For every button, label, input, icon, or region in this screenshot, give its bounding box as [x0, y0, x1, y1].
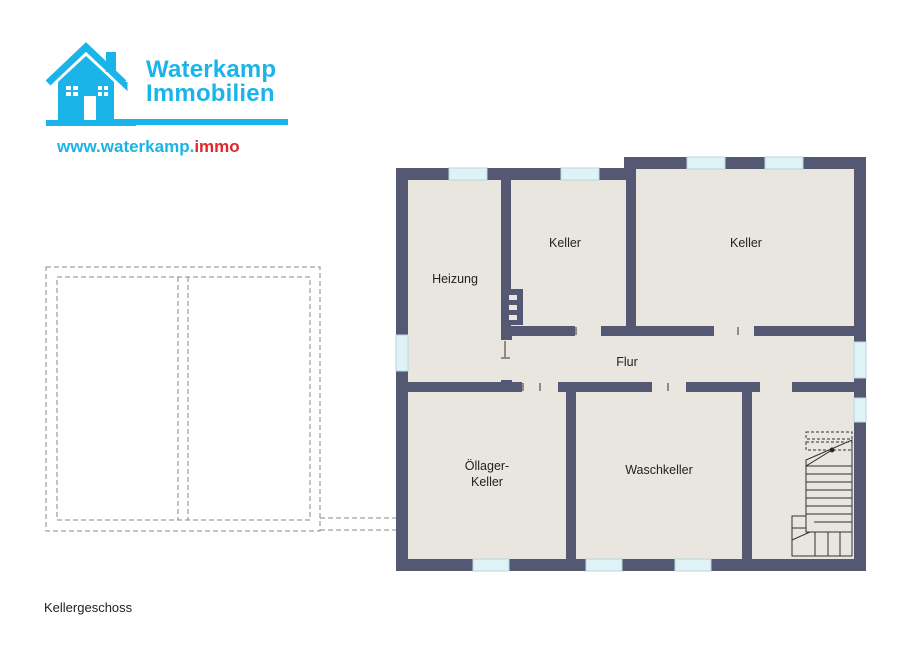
room-keller-small [511, 180, 626, 326]
room-flur [512, 336, 854, 382]
brand-underline [110, 119, 288, 125]
brand-name-line-2: Immobilien [146, 80, 275, 107]
dashed-annex-outline [45, 266, 398, 532]
room-floors [408, 169, 854, 559]
room-waschkeller [576, 392, 742, 559]
windows [395, 156, 867, 572]
floor-name: Kellergeschoss [44, 600, 133, 615]
steps-small [501, 289, 523, 325]
label-keller-small: Keller [549, 236, 581, 250]
room-heizung [408, 180, 501, 382]
label-flur: Flur [616, 355, 638, 369]
brand-name-line-1: Waterkamp [146, 56, 277, 83]
label-keller-large: Keller [730, 236, 762, 250]
door-gap-heizung-flur [500, 340, 513, 380]
staircase [791, 431, 853, 557]
website-link[interactable]: www.waterkamp.immo [57, 137, 240, 157]
door-marks [501, 327, 739, 391]
house-icon [46, 42, 136, 126]
label-oellager-line-2: Keller [471, 475, 503, 489]
room-oellager [408, 392, 566, 559]
website-tld: immo [194, 137, 240, 156]
label-waschkeller: Waschkeller [625, 463, 693, 477]
label-heizung: Heizung [432, 272, 478, 286]
label-oellager-line-1: Öllager- [465, 459, 509, 473]
interior-walls [408, 382, 854, 559]
room-keller-large [636, 169, 854, 326]
room-stair-hall [752, 382, 854, 559]
website-domain: www.waterkamp. [57, 137, 195, 156]
